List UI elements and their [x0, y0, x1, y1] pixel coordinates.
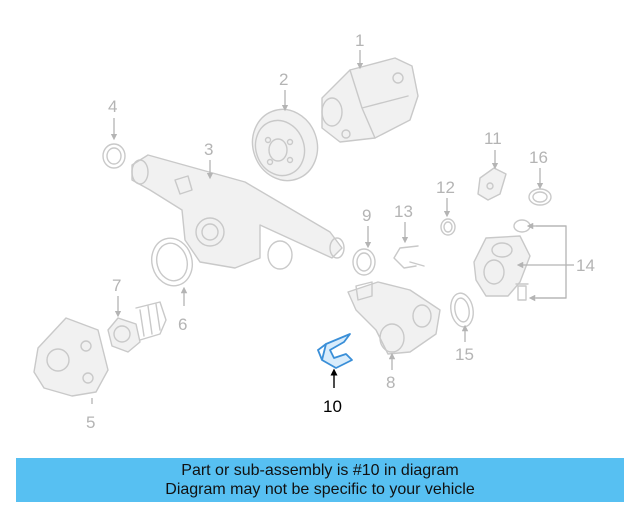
callout-3: 3 — [204, 140, 213, 159]
part-13-clip — [393, 245, 425, 269]
callout-16: 16 — [529, 148, 548, 167]
caption-banner: Part or sub-assembly is #10 in diagram D… — [16, 458, 624, 502]
callout-14: 14 — [576, 256, 595, 275]
part-12-oring — [440, 218, 456, 236]
callout-2: 2 — [279, 70, 288, 89]
part-9-oring — [352, 248, 376, 276]
caption-part-notice: Part or sub-assembly is #10 in diagram — [181, 462, 459, 479]
callout-9: 9 — [362, 206, 371, 225]
part-14-housing — [473, 219, 531, 301]
callout-6: 6 — [178, 315, 187, 334]
caption-disclaimer: Diagram may not be specific to your vehi… — [165, 481, 475, 498]
callout-4: 4 — [108, 97, 117, 116]
callout-11: 11 — [484, 129, 502, 148]
parts-diagram: 1 2 3 4 5 6 — [33, 31, 595, 432]
callout-12: 12 — [436, 178, 455, 197]
callout-5: 5 — [86, 413, 95, 432]
part-7-thermostat — [107, 301, 167, 353]
part-15-gasket — [450, 292, 474, 328]
part-10-clip — [316, 333, 353, 369]
callout-15: 15 — [455, 345, 474, 364]
part-8-connector — [347, 281, 441, 355]
part-5-cover — [33, 317, 109, 397]
callout-7: 7 — [112, 276, 121, 295]
callout-10: 10 — [323, 397, 342, 416]
part-3-housing — [131, 154, 345, 270]
callout-13: 13 — [394, 202, 413, 221]
part-16-oring — [528, 188, 552, 206]
part-4-oring — [102, 143, 126, 169]
callout-1: 1 — [355, 31, 364, 50]
callout-8: 8 — [386, 373, 395, 392]
part-2-pulley — [251, 108, 319, 182]
part-6-gasket — [151, 237, 193, 287]
part-1-water-pump — [321, 57, 419, 143]
part-11-sensor — [477, 167, 507, 201]
